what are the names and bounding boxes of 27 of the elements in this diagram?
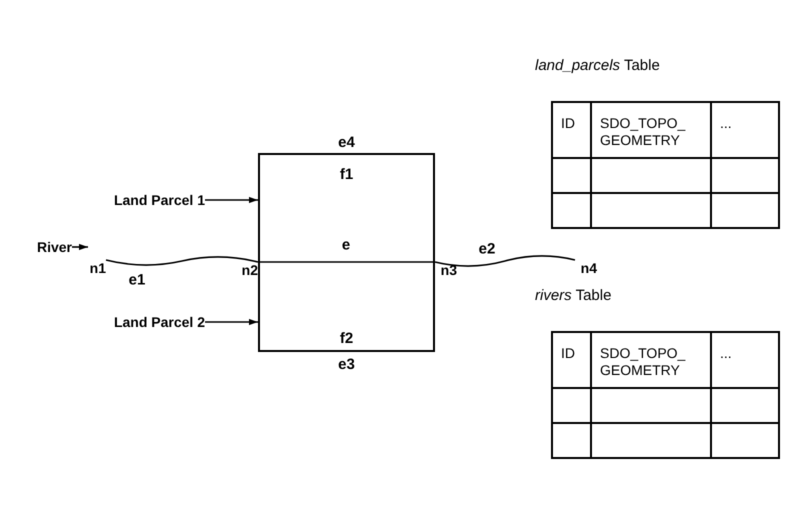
arrow — [205, 318, 258, 326]
table-title: land_parcels Table — [535, 56, 661, 76]
node-label: n1 — [88, 260, 106, 276]
edge-name-label: e4 — [338, 135, 355, 150]
feature-label: River — [30, 238, 72, 256]
arrow — [72, 244, 88, 250]
face-label: f2 — [340, 331, 354, 346]
table-cell: ID — [553, 103, 592, 159]
node-label: n4 — [575, 260, 597, 276]
table-cell: ID — [553, 333, 592, 389]
edge-label: e2 — [478, 242, 496, 256]
edge-name-label: e3 — [338, 357, 355, 372]
edge-line — [106, 256, 258, 266]
edge-line — [258, 261, 435, 263]
table-cell: ... — [712, 103, 780, 159]
feature-label: Land Parcel 2 — [70, 313, 205, 331]
node-label: n2 — [236, 262, 258, 278]
table-cell: SDO_TOPO_ GEOMETRY — [592, 333, 712, 389]
table-cell: SDO_TOPO_ GEOMETRY — [592, 103, 712, 159]
face-label: f1 — [340, 167, 354, 182]
feature-label: Land Parcel 1 — [70, 191, 205, 209]
arrow — [205, 196, 258, 204]
edge-label: e1 — [128, 272, 146, 288]
edge-line — [434, 255, 576, 267]
table-cell: ... — [712, 333, 780, 389]
node-label: n3 — [435, 262, 457, 278]
table-title: rivers Table — [535, 286, 612, 306]
